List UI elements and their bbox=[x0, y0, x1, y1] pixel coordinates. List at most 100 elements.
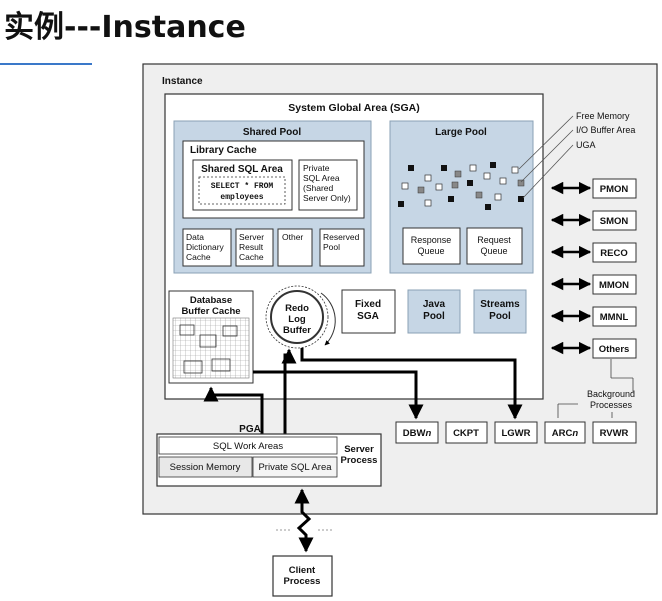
lgwr-process: LGWR bbox=[494, 421, 538, 444]
response-queue-line1: Response bbox=[411, 235, 452, 245]
java-pool: Java Pool bbox=[407, 289, 461, 334]
pga-private-sql-area-label: Private SQL Area bbox=[258, 462, 332, 473]
request-queue-line2: Queue bbox=[480, 246, 507, 256]
redo-line1: Redo bbox=[285, 303, 309, 314]
reserved-line2: Pool bbox=[323, 242, 340, 252]
svg-text:ARCn: ARCn bbox=[552, 428, 579, 439]
instance-label: Instance bbox=[162, 76, 203, 87]
sql-work-areas bbox=[158, 436, 338, 455]
src-line3: Cache bbox=[239, 252, 264, 262]
title-underline bbox=[0, 63, 92, 65]
bg-process-label: RECO bbox=[600, 248, 627, 259]
client-process-line1: Client bbox=[289, 565, 316, 576]
fixed-sga-line2: SGA bbox=[357, 311, 379, 322]
uga-block bbox=[398, 201, 404, 207]
bg-process-label: Others bbox=[599, 344, 630, 355]
library-cache-label: Library Cache bbox=[190, 145, 257, 156]
bg-process-label: PMON bbox=[600, 184, 629, 195]
svg-text:RVWR: RVWR bbox=[600, 428, 629, 439]
pga-private-sql-area bbox=[252, 456, 338, 478]
ddc-line3: Cache bbox=[186, 252, 211, 262]
free-memory-block bbox=[483, 172, 491, 180]
client-process-line2: Process bbox=[284, 576, 321, 587]
arcn-prefix: ARC bbox=[552, 428, 573, 439]
dbc-line1: Database bbox=[190, 295, 232, 306]
io-buffer-block bbox=[475, 191, 483, 199]
lgwr-label: LGWR bbox=[501, 428, 530, 439]
pga-to-redo-line bbox=[281, 348, 297, 438]
private-sql-line2: SQL Area bbox=[303, 173, 340, 183]
svg-text:DBWn: DBWn bbox=[403, 428, 432, 439]
background-processes-bracket: Background Processes bbox=[557, 359, 635, 418]
session-memory bbox=[158, 456, 253, 478]
client-process: Client Process bbox=[272, 555, 333, 597]
bg-process-label: MMNL bbox=[600, 312, 629, 323]
free-memory-block bbox=[499, 177, 507, 185]
private-sql-area-shared-server: Private SQL Area (Shared Server Only) bbox=[298, 159, 358, 211]
server-process: PGA SQL Work Areas Session Memory Privat… bbox=[156, 424, 382, 487]
io-buffer-block bbox=[451, 181, 459, 189]
reserved-line1: Reserved bbox=[323, 232, 360, 242]
free-memory-block bbox=[424, 199, 432, 207]
client-connection-line bbox=[294, 488, 314, 553]
free-memory-block bbox=[401, 182, 409, 190]
ckpt-label: CKPT bbox=[453, 428, 479, 439]
large-pool: Large Pool Respo bbox=[389, 120, 534, 274]
uga-block bbox=[490, 162, 496, 168]
shared-pool: Shared Pool Library Cache Shared SQL Are… bbox=[173, 120, 372, 274]
redo-to-lgwr-line bbox=[300, 348, 523, 420]
large-pool-label: Large Pool bbox=[435, 127, 487, 138]
redo-line3: Buffer bbox=[283, 325, 311, 336]
uga-block bbox=[408, 165, 414, 171]
uga-block bbox=[485, 204, 491, 210]
bg-process-label: SMON bbox=[600, 216, 629, 227]
rvwr-label: RVWR bbox=[600, 428, 629, 439]
database-buffer-cache: Database Buffer Cache bbox=[168, 290, 254, 384]
src-line2: Result bbox=[239, 242, 264, 252]
src-line1: Server bbox=[239, 232, 264, 242]
private-sql-line3: (Shared bbox=[303, 183, 334, 193]
data-dictionary-cache: Data Dictionary Cache bbox=[182, 228, 232, 267]
ddc-line2: Dictionary bbox=[186, 242, 225, 252]
legend-io-buffer-area: I/O Buffer Area bbox=[576, 125, 635, 135]
bg-process-label: MMON bbox=[599, 280, 629, 291]
background-processes-right: PMON SMON RECO MMON MMNL Others bbox=[550, 178, 637, 359]
reserved-pool: Reserved Pool bbox=[319, 228, 365, 267]
shared-sql-area: Shared SQL Area SELECT * FROM employees bbox=[192, 159, 293, 211]
io-buffer-block bbox=[517, 179, 525, 187]
shared-sql-area-label: Shared SQL Area bbox=[201, 164, 283, 175]
free-memory-block bbox=[511, 166, 519, 174]
memory-blocks bbox=[398, 162, 525, 210]
dbc-to-dbwn-line bbox=[253, 370, 424, 420]
other-area: Other bbox=[277, 228, 313, 267]
background-processes-bottom: DBWn CKPT LGWR ARCn RVWR bbox=[395, 421, 637, 444]
rvwr-process: RVWR bbox=[592, 421, 637, 444]
uga-block bbox=[467, 180, 473, 186]
sql-code-line2: employees bbox=[220, 193, 263, 202]
sql-work-areas-label: SQL Work Areas bbox=[213, 441, 283, 452]
java-pool-line2: Pool bbox=[423, 311, 445, 322]
private-sql-line4: Server Only) bbox=[303, 193, 351, 203]
sga-label: System Global Area (SGA) bbox=[288, 102, 419, 114]
background-processes-label-line2: Processes bbox=[590, 400, 633, 410]
arcn-process: ARCn bbox=[544, 421, 586, 444]
redo-line2: Log bbox=[288, 314, 306, 325]
svg-text:CKPT: CKPT bbox=[453, 428, 479, 439]
fixed-sga-line1: Fixed bbox=[355, 299, 381, 310]
legend-uga: UGA bbox=[576, 140, 596, 150]
background-processes-label-line1: Background bbox=[587, 389, 635, 399]
sql-code-line1: SELECT * FROM bbox=[211, 182, 274, 191]
streams-pool: Streams Pool bbox=[473, 289, 527, 334]
dbwn-prefix: DBW bbox=[403, 428, 426, 439]
dbwn-suffix: n bbox=[425, 428, 431, 439]
uga-block bbox=[448, 196, 454, 202]
ckpt-process: CKPT bbox=[445, 421, 488, 444]
io-buffer-block bbox=[454, 170, 462, 178]
response-queue: Response Queue bbox=[402, 227, 461, 265]
io-buffer-block bbox=[417, 186, 425, 194]
redo-log-buffer: Redo Log Buffer bbox=[265, 285, 336, 349]
session-memory-label: Session Memory bbox=[170, 462, 241, 473]
buffer-grid bbox=[172, 317, 250, 379]
free-memory-block bbox=[469, 164, 477, 172]
